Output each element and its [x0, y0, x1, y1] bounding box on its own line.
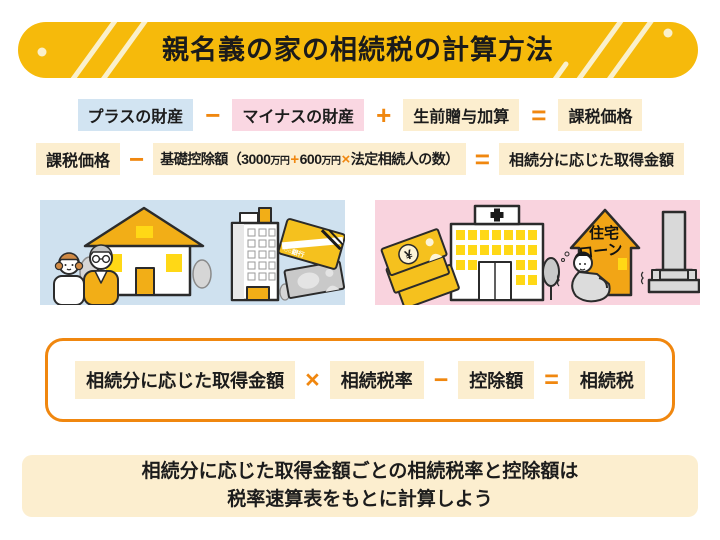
acquired-amount-box: 相続分に応じた取得金額 [498, 143, 684, 175]
times-operator-inline: × [341, 150, 351, 168]
formula-taxable-price: プラスの財産 − マイナスの財産 + 生前贈与加算 = 課税価格 [0, 99, 720, 131]
equals-operator-2: = [474, 144, 490, 174]
deduction-box: 控除額 [458, 361, 535, 399]
gift-addition-box: 生前贈与加算 [403, 99, 520, 131]
liabilities-illustration: ¥ 住宅 ローン [380, 204, 700, 305]
minus-operator-2: − [129, 144, 145, 174]
plus-operator: + [376, 100, 392, 130]
medical-cross-icon [490, 208, 504, 222]
deduction-text: 法定相続人の数） [350, 151, 460, 167]
deduction-amount: 600 [299, 151, 322, 167]
unit-label: 万円 [321, 155, 342, 167]
money-bills-icon [283, 260, 345, 299]
building-icon [230, 207, 291, 302]
equals-operator: = [531, 100, 547, 130]
loan-label-line1: 住宅 [589, 224, 619, 242]
footer-line-1: 相続分に応じた取得金額ごとの相続税率と控除額は [141, 461, 579, 482]
tax-formula-box: 相続分に応じた取得金額 × 相続税率 − 控除額 = 相続税 [45, 338, 675, 422]
footer-line-2: 税率速算表をもとに計算しよう [227, 489, 493, 510]
taxable-price-box-2: 課税価格 [36, 143, 121, 175]
unit-label: 万円 [270, 155, 290, 167]
slash-decoration-icon [37, 22, 673, 78]
title-banner: 親名義の家の相続税の計算方法 [18, 22, 698, 78]
inheritance-tax-box: 相続税 [568, 361, 645, 399]
minus-assets-box: マイナスの財産 [232, 99, 365, 131]
gravestone-icon [647, 210, 700, 294]
page-title: 親名義の家の相続税の計算方法 [162, 35, 554, 65]
yen-bills-icon: ¥ [380, 228, 460, 305]
minus-operator: − [205, 100, 221, 130]
bank-card-icon: ○○銀行 [277, 218, 345, 270]
assets-illustration-panel: ○○銀行 [40, 200, 345, 305]
acquired-amount-box-2: 相続分に応じた取得金額 [75, 361, 296, 399]
taxable-price-box: 課税価格 [558, 99, 643, 131]
burdened-man-icon [556, 251, 644, 303]
times-operator: × [305, 366, 320, 394]
assets-illustration: ○○銀行 [53, 206, 345, 305]
liabilities-illustration-panel: ¥ 住宅 ローン [375, 200, 700, 305]
hospital-icon [449, 204, 560, 302]
tax-rate-box: 相続税率 [329, 361, 424, 399]
footer-note: 相続分に応じた取得金額ごとの相続税率と控除額は 税率速算表をもとに計算しよう [22, 455, 698, 517]
plus-assets-box: プラスの財産 [77, 99, 194, 131]
plus-operator-inline: + [290, 150, 299, 168]
deduction-text: 基礎控除額（3000 [160, 151, 271, 167]
elderly-couple-icon [53, 244, 119, 305]
minus-operator-3: − [433, 366, 449, 394]
equals-operator-3: = [544, 366, 559, 394]
